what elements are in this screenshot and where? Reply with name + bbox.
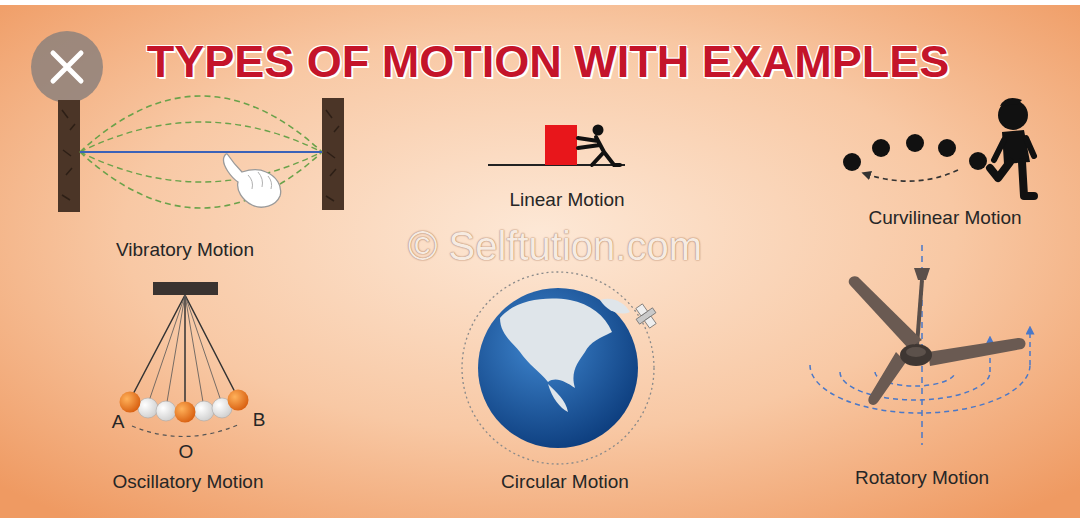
vibrating-string (58, 96, 344, 212)
pendulum-part (175, 402, 196, 423)
title: TYPES OF MOTION WITH EXAMPLES (147, 36, 950, 88)
kicked-ball-part (872, 139, 890, 157)
earth-orbit-part (600, 299, 630, 314)
kicked-ball-part (990, 162, 1034, 196)
kicked-ball-part (938, 139, 956, 157)
pendulum-part (194, 401, 214, 421)
kicked-ball (843, 98, 1034, 196)
motion-label: Rotatory Motion (855, 467, 989, 489)
ceiling-fan-part (849, 276, 922, 348)
pendulum-part (228, 390, 249, 411)
earth-orbit-part (631, 300, 661, 331)
ceiling-fan-part (840, 372, 990, 400)
pendulum (120, 282, 249, 437)
ceiling-fan-part (906, 347, 926, 357)
pushed-box-part (545, 125, 577, 165)
earth-orbit-part-part (636, 304, 648, 316)
vibrating-string-part (58, 100, 80, 212)
vibrating-string-part (62, 110, 339, 201)
vibrating-string-part (80, 122, 322, 152)
ceiling-fan-part (928, 338, 1025, 366)
ceiling-fan-part (917, 280, 922, 345)
point-label: B (253, 409, 266, 431)
ceiling-fan-part (914, 268, 930, 280)
kicked-ball-part (994, 138, 1034, 160)
motion-label: Oscillatory Motion (113, 471, 264, 493)
earth-orbit-part-part (644, 316, 656, 328)
close-button-part (53, 53, 81, 81)
ceiling-fan-part (1029, 330, 1031, 365)
motion-label: Vibratory Motion (116, 239, 254, 261)
pushed-box-part (578, 137, 620, 165)
pendulum-part (138, 398, 158, 418)
ceiling-fan-part (810, 365, 1030, 413)
pushed-box-part (593, 125, 604, 136)
point-label: A (112, 411, 125, 433)
ceiling-fan-part (868, 352, 906, 405)
pendulum-part (153, 282, 218, 295)
pendulum-part (156, 401, 176, 421)
vibrating-string-part (80, 151, 322, 153)
pendulum-part (148, 295, 222, 408)
pushed-box (488, 125, 625, 166)
ceiling-fan-part (900, 344, 932, 366)
motion-label: Linear Motion (509, 189, 624, 211)
pendulum-part (130, 295, 238, 405)
close-button-part (31, 31, 103, 103)
top-strip (0, 0, 1080, 5)
vibrating-string-part (223, 154, 280, 207)
kicked-ball-part (866, 170, 958, 181)
kicked-ball-part (1000, 98, 1022, 106)
motion-label: Circular Motion (501, 471, 629, 493)
motion-label: Curvilinear Motion (868, 207, 1021, 229)
earth-orbit-part (500, 299, 612, 388)
pendulum-part (120, 392, 141, 413)
kicked-ball-part (906, 134, 924, 152)
watermark: © Selftution.com (408, 224, 702, 269)
ceiling-fan (810, 245, 1030, 445)
vibrating-string-part (80, 96, 322, 152)
earth-orbit-part (462, 272, 654, 464)
kicked-ball-part (843, 153, 861, 171)
close-button (31, 31, 103, 103)
earth-orbit-part (478, 288, 638, 448)
vibrating-string-part (80, 152, 322, 182)
kicked-ball-part (969, 152, 987, 170)
vibrating-string-part (80, 152, 322, 208)
vibrating-string-part (322, 98, 344, 210)
point-label: O (179, 441, 194, 463)
earth-orbit-part (548, 384, 568, 412)
earth-orbit (462, 272, 661, 464)
vibrating-string-part (248, 172, 272, 189)
pendulum-part (132, 424, 240, 437)
